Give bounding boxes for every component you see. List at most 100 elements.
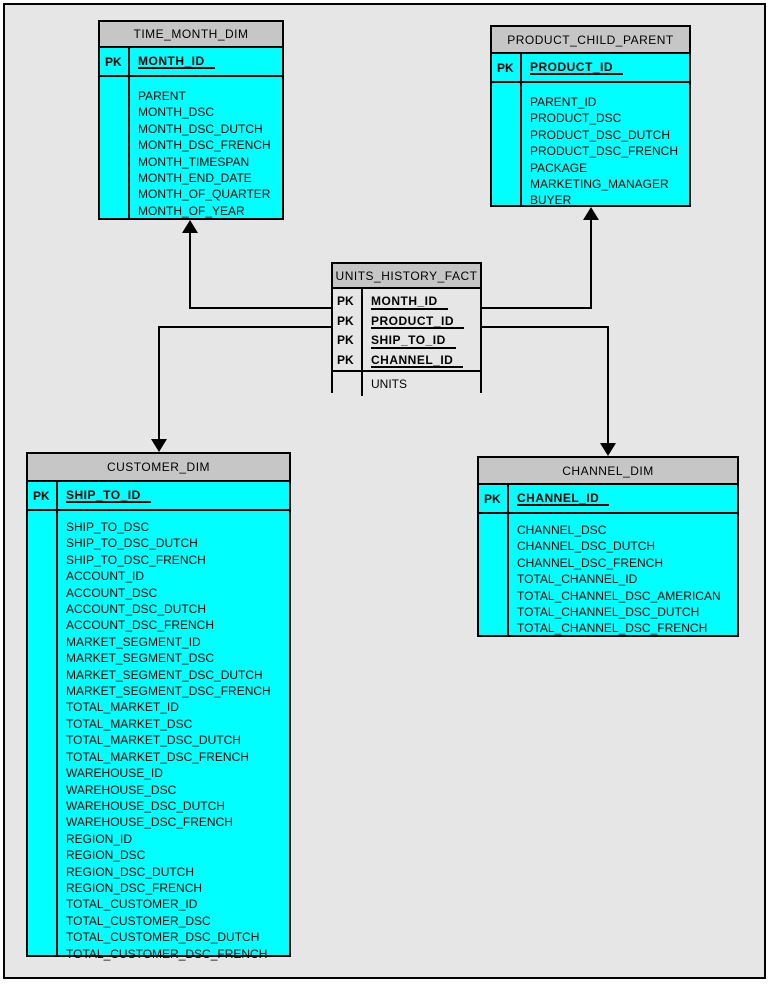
arrow-to-product-child-parent-icon <box>583 207 599 220</box>
attribute-name: WAREHOUSE_DSC <box>66 782 177 797</box>
key-column: PK <box>28 482 58 509</box>
attribute-name: MARKET_SEGMENT_DSC_DUTCH <box>66 667 263 682</box>
attribute-name: CHANNEL_DSC_FRENCH <box>517 555 664 570</box>
relationship-line-channel-vertical <box>607 326 609 444</box>
primary-key-section: PK PRODUCT_ID <box>492 54 689 81</box>
key-name-column: PRODUCT_ID <box>522 60 689 76</box>
pk-badge: PK <box>33 488 50 503</box>
pk-badge: PK <box>337 333 354 347</box>
attribute-name: BUYER <box>530 193 572 208</box>
attribute-name: MONTH_OF_YEAR <box>138 203 245 218</box>
attribute-name: SHIP_TO_DSC <box>66 520 150 534</box>
attribute-name: TOTAL_CHANNEL_DSC_AMERICAN <box>517 588 721 603</box>
key-column: PK <box>492 54 522 81</box>
pk-badge: PK <box>484 491 501 506</box>
primary-key-name: CHANNEL_ID <box>517 492 610 507</box>
attribute-section: UNITS <box>333 370 480 396</box>
attribute-name: ACCOUNT_DSC_FRENCH <box>66 618 215 633</box>
attribute-name: MARKETING_MANAGER <box>530 177 669 192</box>
attribute-name: SHIP_TO_DSC_FRENCH <box>66 552 206 567</box>
attribute-name: MONTH_DSC_FRENCH <box>138 138 271 153</box>
relationship-line-customer-vertical <box>158 326 160 440</box>
key-column <box>100 77 130 218</box>
relationship-line-product-vertical <box>590 217 592 309</box>
attribute-name: UNITS <box>371 377 407 391</box>
attribute-name: MONTH_OF_QUARTER <box>138 187 271 202</box>
attribute-name: TOTAL_CUSTOMER_DSC_FRENCH <box>66 946 268 961</box>
attribute-name: PARENT_ID <box>530 95 597 109</box>
attribute-name: MONTH_END_DATE <box>138 171 252 186</box>
relationship-line-time-vertical <box>189 230 191 309</box>
attribute-name: TOTAL_CUSTOMER_DSC <box>66 913 211 928</box>
attribute-name: MONTH_TIMESPAN <box>138 154 250 169</box>
attribute-name: REGION_DSC <box>66 848 146 863</box>
key-column <box>492 83 522 205</box>
key-name-column: MONTH_ID <box>130 54 282 70</box>
key-name-column: CHANNEL_ID <box>509 491 737 507</box>
arrow-to-customer-dim-icon <box>151 439 167 452</box>
relationship-line-customer-horizontal <box>158 326 331 328</box>
attribute-name: REGION_DSC_FRENCH <box>66 880 203 895</box>
attribute-name: TOTAL_MARKET_DSC_DUTCH <box>66 733 241 748</box>
attribute-name: PACKAGE <box>530 160 588 175</box>
key-column <box>28 511 58 955</box>
primary-key-name: PRODUCT_ID <box>530 61 624 76</box>
attribute-name: TOTAL_MARKET_DSC_FRENCH <box>66 749 249 764</box>
key-column: PK <box>479 485 509 512</box>
attribute-name: TOTAL_CHANNEL_ID <box>517 572 638 587</box>
key-column: PK PK PK PK <box>333 289 363 370</box>
primary-key-row: SHIP_TO_ID <box>371 331 480 351</box>
attribute-name: SHIP_TO_DSC_DUTCH <box>66 536 198 551</box>
attribute-name: CHANNEL_DSC_DUTCH <box>517 539 656 554</box>
pk-badge: PK <box>337 313 354 328</box>
attribute-name: WAREHOUSE_ID <box>66 766 163 781</box>
key-name-column: SHIP_TO_ID <box>58 488 289 504</box>
primary-key-name: SHIP_TO_ID <box>371 334 456 349</box>
attribute-name: ACCOUNT_ID <box>66 569 145 584</box>
relationship-line-product-horizontal <box>482 307 592 309</box>
attribute-name: ACCOUNT_DSC_DUTCH <box>66 602 207 617</box>
attribute-name: TOTAL_CHANNEL_DSC_FRENCH <box>517 621 708 636</box>
primary-key-section: PK PK PK PK MONTH_ID PRODUCT_ID SHIP_TO_ID CHA… <box>333 289 480 370</box>
entity-product-child-parent[interactable]: PRODUCT_CHILD_PARENT PK PRODUCT_ID PAREN… <box>490 25 691 207</box>
primary-key-name: SHIP_TO_ID <box>66 489 151 504</box>
attribute-name: REGION_DSC_DUTCH <box>66 864 195 879</box>
attribute-name: TOTAL_MARKET_DSC <box>66 716 193 731</box>
key-column <box>479 514 509 635</box>
primary-key-row: PRODUCT_ID <box>530 60 689 76</box>
pk-badge: PK <box>337 294 354 308</box>
attribute-list: UNITS <box>363 372 480 396</box>
primary-key-name: PRODUCT_ID <box>371 314 465 330</box>
primary-key-section: PK MONTH_ID <box>100 48 282 75</box>
primary-key-row: CHANNEL_ID <box>371 351 480 371</box>
attribute-name: MONTH_DSC_DUTCH <box>138 121 263 136</box>
attribute-name: TOTAL_CHANNEL_DSC_DUTCH <box>517 605 700 620</box>
key-column <box>333 372 363 396</box>
attribute-name: PRODUCT_DSC_FRENCH <box>530 144 679 159</box>
attribute-name: WAREHOUSE_DSC_FRENCH <box>66 815 233 830</box>
attribute-name: TOTAL_CUSTOMER_DSC_DUTCH <box>66 930 260 945</box>
pk-badge: PK <box>497 60 514 75</box>
attribute-name: PRODUCT_DSC <box>530 111 622 126</box>
primary-key-row: MONTH_ID <box>371 292 480 312</box>
primary-key-row: PRODUCT_ID <box>371 312 480 332</box>
arrow-to-time-month-dim-icon <box>182 220 198 233</box>
pk-badge: PK <box>337 352 354 367</box>
arrow-to-channel-dim-icon <box>600 443 616 456</box>
primary-key-section: PK CHANNEL_ID <box>479 485 737 512</box>
primary-key-row: SHIP_TO_ID <box>66 488 289 504</box>
entity-title: CHANNEL_DIM <box>479 458 737 485</box>
key-column: PK <box>100 48 130 75</box>
